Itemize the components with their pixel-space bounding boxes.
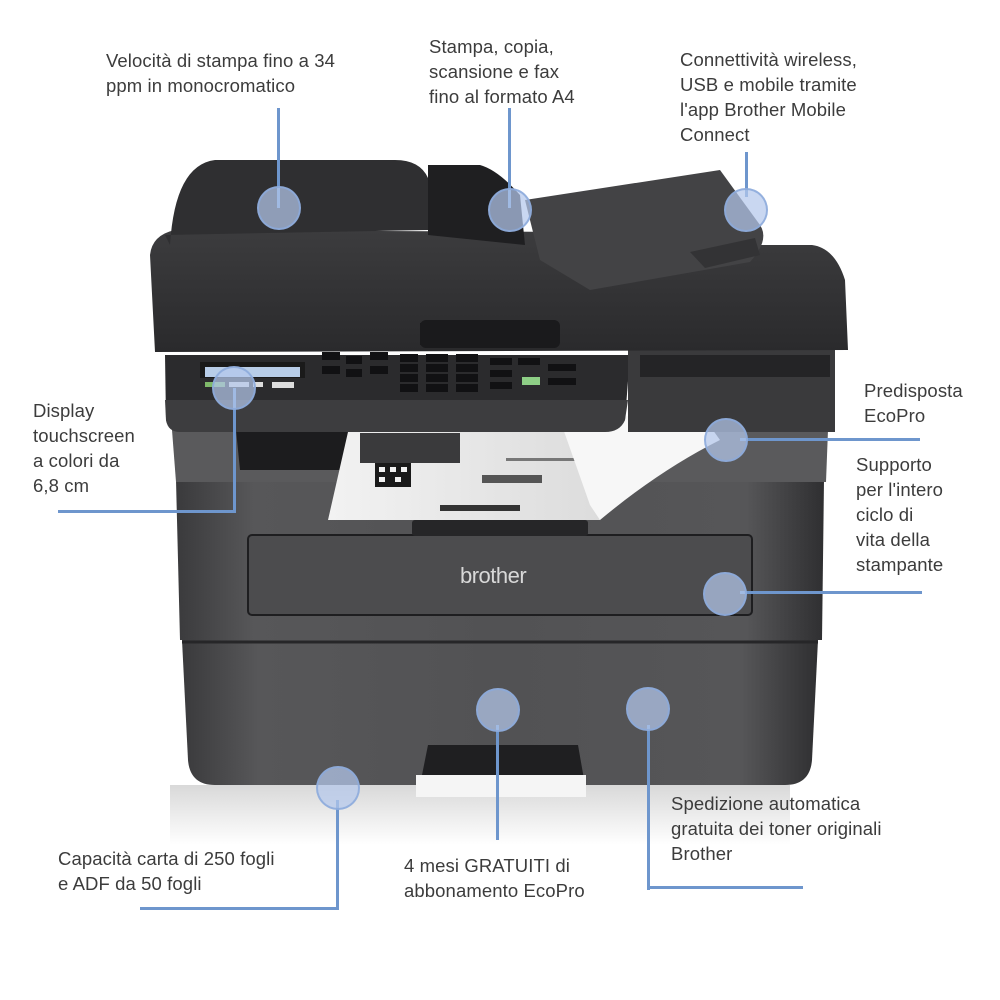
callout-display: Display touchscreen a colori da 6,8 cm xyxy=(33,400,135,496)
callout-marker-functions xyxy=(488,188,532,232)
callout-line-functions xyxy=(508,108,511,208)
brother-logo: brother xyxy=(460,563,527,588)
callout-ecopro-ready: Predisposta EcoPro xyxy=(864,380,963,426)
callout-line-toner-delivery-vertical xyxy=(647,725,650,890)
callout-line-ecopro-ready xyxy=(740,438,920,441)
callout-connectivity: Connettività wireless, USB e mobile tram… xyxy=(680,49,857,145)
callout-paper-capacity: Capacità carta di 250 fogli e ADF da 50 … xyxy=(58,848,275,894)
callout-lifecycle-support: Supporto per l'intero ciclo di vita dell… xyxy=(856,454,944,575)
callout-line-print-speed xyxy=(277,108,280,208)
callout-marker-print-speed xyxy=(257,186,301,230)
callout-marker-ecopro-subscription xyxy=(476,688,520,732)
callout-line-paper-capacity-vertical xyxy=(336,800,339,910)
callout-marker-connectivity xyxy=(724,188,768,232)
callout-line-toner-delivery-horizontal xyxy=(647,886,803,889)
callout-marker-paper-capacity xyxy=(316,766,360,810)
callout-toner-delivery: Spedizione automatica gratuita dei toner… xyxy=(671,793,882,864)
callout-marker-lifecycle-support xyxy=(703,572,747,616)
callout-marker-display xyxy=(212,366,256,410)
callout-print-speed: Velocità di stampa fino a 34 ppm in mono… xyxy=(106,50,336,96)
callout-marker-ecopro-ready xyxy=(704,418,748,462)
callout-line-lifecycle-support xyxy=(740,591,922,594)
callout-line-display-horizontal xyxy=(58,510,236,513)
callout-line-connectivity xyxy=(745,152,748,197)
callout-line-ecopro-subscription xyxy=(496,725,499,840)
callout-marker-toner-delivery xyxy=(626,687,670,731)
callout-line-display-vertical xyxy=(233,388,236,513)
callout-ecopro-subscription: 4 mesi GRATUITI di abbonamento EcoPro xyxy=(404,855,585,901)
callout-line-paper-capacity-horizontal xyxy=(140,907,339,910)
callout-functions: Stampa, copia, scansione e fax fino al f… xyxy=(429,36,575,107)
